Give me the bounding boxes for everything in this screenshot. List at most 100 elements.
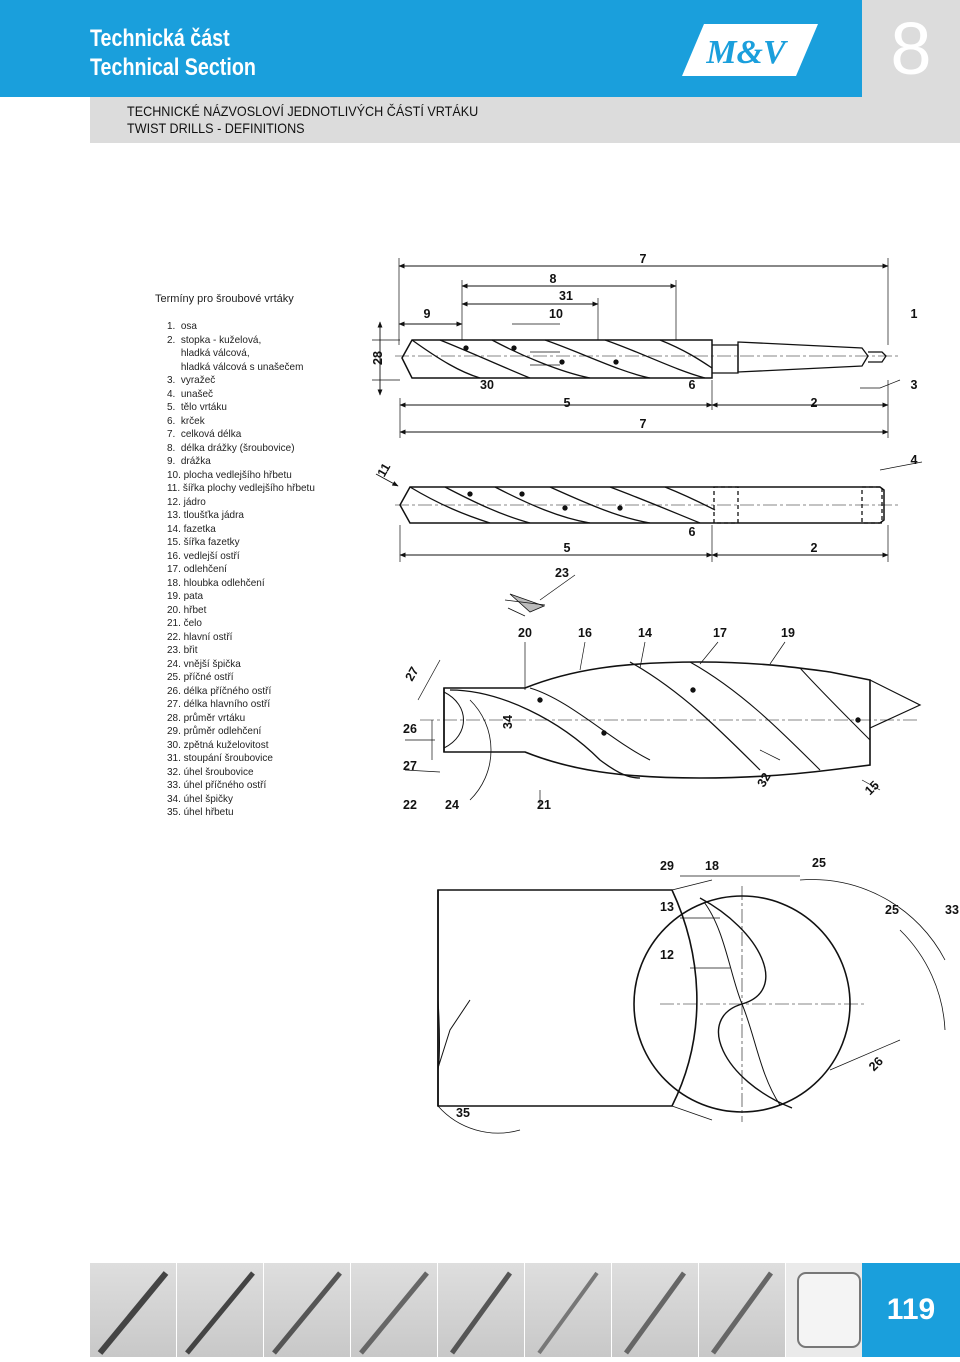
term-item: 20. hřbet <box>167 603 207 616</box>
diagram-label: 13 <box>660 900 674 914</box>
diagram-label: 28 <box>371 351 385 365</box>
diagram-label: 9 <box>424 307 431 321</box>
diagram-label: 26 <box>866 1054 886 1074</box>
diagram-label: 23 <box>555 566 569 580</box>
term-item: 10. plocha vedlejšího hřbetu <box>167 468 292 481</box>
term-item: 31. stoupání šroubovice <box>167 752 273 764</box>
term-item: 11. šířka plochy vedlejšího hřbetu <box>167 482 315 494</box>
diagram-label: 7 <box>640 252 647 266</box>
drill-thumbnail <box>699 1263 785 1357</box>
term-item: 22. hlavní ostří <box>167 630 233 643</box>
term-item: 8. délka drážky (šroubovice) <box>167 441 295 454</box>
diagram-label: 26 <box>403 722 417 736</box>
diagram-label: 30 <box>480 378 494 392</box>
term-item: 1. osa <box>167 320 197 332</box>
diagram-label: 15 <box>862 778 882 798</box>
term-item: 13. tloušťka jádra <box>167 509 244 521</box>
straight-shank-drill-drawing <box>375 461 923 562</box>
term-item: 12. jádro <box>167 495 206 508</box>
terms-heading: Termíny pro šroubové vrtáky <box>155 293 294 305</box>
section-title-en: Technical Section <box>90 54 256 81</box>
drill-point-detail-drawing <box>404 574 922 805</box>
diagram-label: 24 <box>445 798 459 812</box>
term-item: 3. vyražeč <box>167 374 216 386</box>
term-item: 21. čelo <box>167 617 202 629</box>
term-item: 16. vedlejší ostří <box>167 549 240 562</box>
term-item: 24. vnější špička <box>167 657 241 670</box>
diagram-label: 2 <box>811 396 818 410</box>
section-title-cz: Technická část <box>90 25 230 52</box>
drill-thumbnail <box>264 1263 350 1357</box>
diagram-label: 6 <box>689 378 696 392</box>
term-item: 28. průměr vrtáku <box>167 711 246 724</box>
diagram-label: 25 <box>885 903 899 917</box>
term-item: 27. délka hlavního ostří <box>167 698 271 710</box>
diagram-label: 2 <box>811 541 818 555</box>
diagram-label: 31 <box>559 289 573 303</box>
diagram-label: 4 <box>911 453 918 467</box>
diagram-label: 7 <box>640 417 647 431</box>
term-item: 5. tělo vrtáku <box>167 401 227 413</box>
diagram-label: 34 <box>501 715 515 729</box>
diagram-label: 3 <box>911 378 918 392</box>
term-item: 17. odlehčení <box>167 563 227 575</box>
term-item: 9. drážka <box>167 455 211 467</box>
diagram-label: 32 <box>754 770 773 789</box>
drill-thumbnail <box>612 1263 698 1357</box>
term-item: 6. krček <box>167 414 205 427</box>
diagram-label: 27 <box>403 759 417 773</box>
diagram-label: 17 <box>713 626 727 640</box>
drill-thumbnail <box>90 1263 176 1357</box>
term-item: 7. celková délka <box>167 428 242 440</box>
term-item: 18. hloubka odlehčení <box>167 576 265 589</box>
term-item: 32. úhel šroubovice <box>167 765 254 778</box>
page-number: 119 <box>862 1263 960 1357</box>
page-subtitle: TECHNICKÉ NÁZVOSLOVÍ JEDNOTLIVÝCH ČÁSTÍ … <box>127 103 478 137</box>
diagram-label: 10 <box>549 307 563 321</box>
subtitle-line-cz: TECHNICKÉ NÁZVOSLOVÍ JEDNOTLIVÝCH ČÁSTÍ … <box>127 103 479 119</box>
mv-logo: M&V <box>682 24 818 76</box>
diagram-label: 14 <box>638 626 652 640</box>
diagram-labels: 7 8 31 9 10 1 28 30 6 3 5 2 7 11 4 6 5 2… <box>371 252 959 1120</box>
diagram-label: 25 <box>812 856 826 870</box>
terms-list: 1. osa 2. stopka - kuželová, hladká válc… <box>167 320 315 820</box>
diagram-label: 6 <box>689 525 696 539</box>
term-item: 35. úhel hřbetu <box>167 806 234 818</box>
term-item: 4. unašeč <box>167 387 214 400</box>
term-item: 26. délka příčného ostří <box>167 684 272 697</box>
term-item: 29. průměr odlehčení <box>167 725 262 737</box>
term-item: 33. úhel příčného ostří <box>167 779 267 791</box>
diagram-label: 20 <box>518 626 532 640</box>
diagram-label: 11 <box>375 461 394 479</box>
diagram-label: 29 <box>660 859 674 873</box>
diagram-label: 1 <box>911 307 918 321</box>
drill-thumbnail <box>351 1263 437 1357</box>
drill-diagrams: 7 8 31 9 10 1 28 30 6 3 5 2 7 11 4 6 5 2… <box>371 252 959 1134</box>
diagram-label: 27 <box>402 664 421 683</box>
drill-thumbnail <box>438 1263 524 1357</box>
drill-thumbnail <box>525 1263 611 1357</box>
drill-end-view-drawing <box>437 875 946 1134</box>
term-item: 19. pata <box>167 590 204 602</box>
diagram-label: 21 <box>537 798 551 812</box>
chapter-number: 8 <box>862 0 960 97</box>
diagram-label: 8 <box>550 272 557 286</box>
term-item: 25. příčné ostří <box>167 671 234 683</box>
section-title: Technická část Technical Section <box>90 24 256 82</box>
diagram-label: 35 <box>456 1106 470 1120</box>
diagram-label: 18 <box>705 859 719 873</box>
diagram-label: 12 <box>660 948 674 962</box>
term-item: 30. zpětná kuželovitost <box>167 738 269 751</box>
diagram-label: 33 <box>945 903 959 917</box>
diagram-label: 22 <box>403 798 417 812</box>
diagram-label: 5 <box>564 541 571 555</box>
logo-text: M&V <box>705 34 788 71</box>
term-item: 34. úhel špičky <box>167 792 233 805</box>
term-item: 14. fazetka <box>167 522 216 535</box>
subtitle-line-en: TWIST DRILLS - DEFINITIONS <box>127 120 305 136</box>
diagram-label: 5 <box>564 396 571 410</box>
term-item: 15. šířka fazetky <box>167 536 240 548</box>
diagram-label: 16 <box>578 626 592 640</box>
drill-thumbnail <box>177 1263 263 1357</box>
drill-thumbnail <box>786 1263 872 1357</box>
